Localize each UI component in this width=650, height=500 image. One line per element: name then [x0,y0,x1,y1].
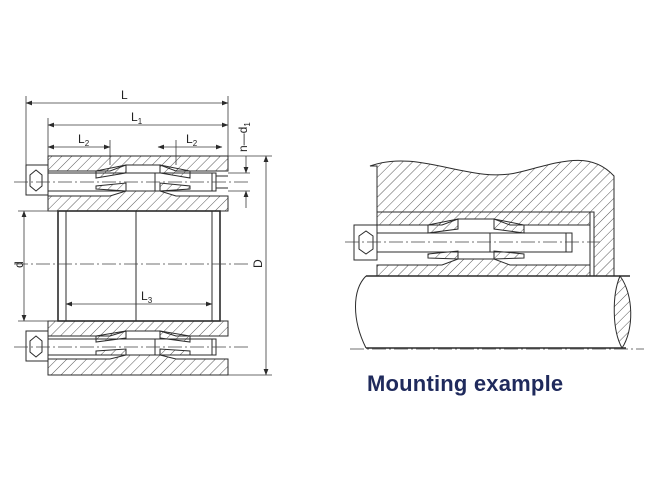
outer-ring-lower [47,320,229,337]
cone-right-b [493,250,525,260]
caption-mounting-example: Mounting example [367,371,564,396]
dim-L: L [121,88,128,102]
dim-L1: L1 [131,110,143,126]
cone-ring-lower-left-b [95,348,127,356]
hub [369,159,615,277]
dim-L3: L3 [141,289,153,305]
cone-ring-upper-left-b [95,182,127,192]
mount-screw-head [353,224,378,261]
cross-section-view: L L1 L2 L2 L3 d D n—d1 [12,88,272,376]
inner-ring-lower [47,354,229,376]
dim-n-d1: n—d1 [236,122,252,152]
cone-ring-upper-right-b [159,182,191,192]
cone-left-b [427,250,459,260]
inner-ring [376,258,591,277]
bore [57,210,221,322]
dim-L2-right: L2 [186,132,198,148]
mount-screw-shank [376,232,573,253]
dim-L2-left: L2 [78,132,90,148]
outer-ring [376,211,591,226]
dim-d: d [12,261,26,268]
cone-left [427,218,459,234]
outer-ring-upper [47,155,229,172]
cone-ring-lower-right-b [159,348,191,356]
dim-D: D [251,259,265,268]
cone-ring-upper-right [159,164,191,179]
mounting-example-view [345,159,644,350]
inner-ring-upper [47,190,229,212]
